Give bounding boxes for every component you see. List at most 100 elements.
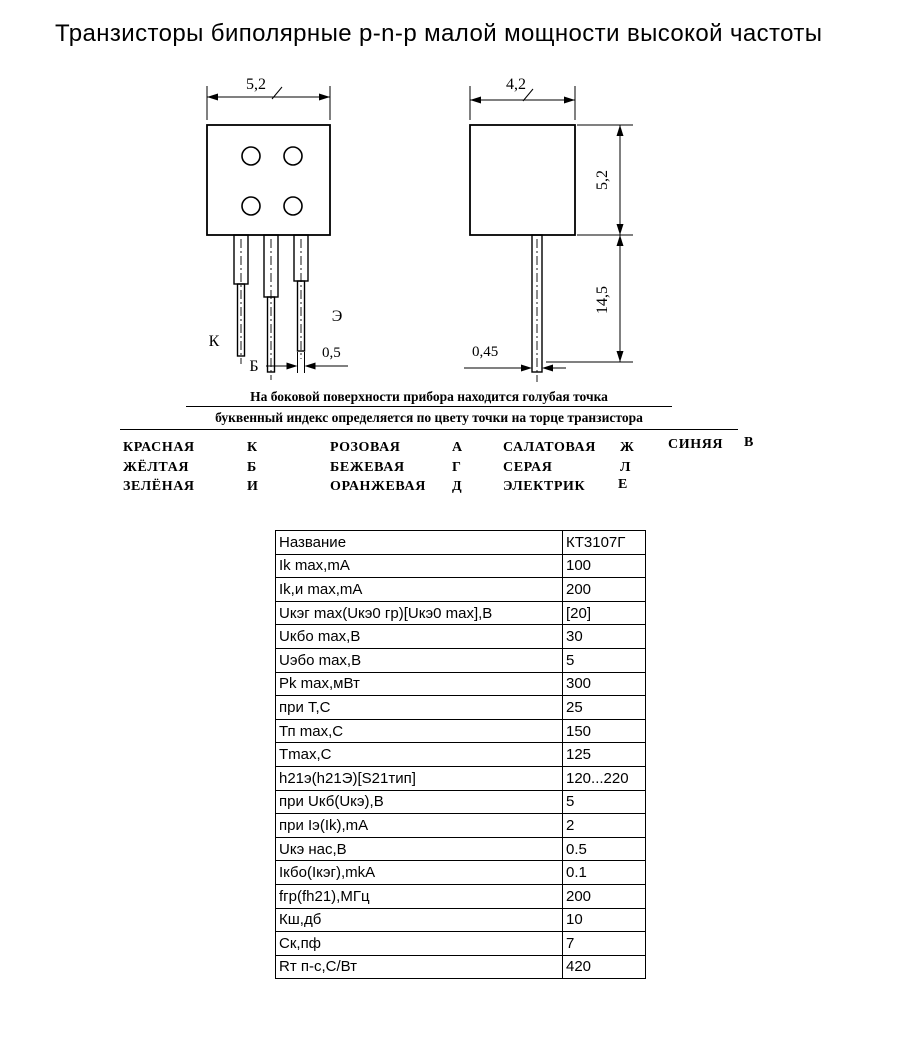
spec-value-cell: 10	[562, 907, 646, 933]
spec-param-cell: Uэбо max,В	[275, 647, 563, 673]
spec-value-cell: 5	[562, 647, 646, 673]
divider-line-note1	[186, 406, 672, 407]
pin-label-collector: К	[209, 333, 220, 350]
spec-value-cell: 0.5	[562, 836, 646, 862]
color-letter: К	[247, 440, 258, 455]
front-width-dim: 5,2	[246, 76, 266, 93]
color-name: ОРАНЖЕВАЯ	[330, 479, 426, 494]
color-letter: А	[452, 440, 463, 455]
spec-param-cell: при Iэ(Ik),mA	[275, 813, 563, 838]
spec-value-cell: 125	[562, 742, 646, 767]
spec-value-cell: 100	[562, 553, 646, 579]
side-lead-length-dim: 14,5	[594, 286, 611, 314]
spec-value-cell: 2	[562, 813, 646, 838]
spec-param-cell: Uкэ нас,В	[275, 836, 563, 862]
color-name: СЕРАЯ	[503, 460, 553, 475]
spec-value-cell: 150	[562, 718, 646, 744]
spec-param-cell: Ik max,mA	[275, 553, 563, 579]
package-holes	[241, 146, 303, 216]
color-letter: В	[744, 435, 754, 450]
color-letter: Г	[452, 460, 462, 475]
color-letter: Е	[618, 477, 628, 492]
side-dim-arrows	[470, 96, 624, 372]
marking-note-line1: На боковой поверхности прибора находится…	[250, 389, 608, 404]
spec-param-cell: Кш,дб	[275, 907, 563, 933]
spec-param-cell: Uкбо max,В	[275, 624, 563, 649]
side-width-dim: 4,2	[506, 76, 526, 93]
color-name: БЕЖЕВАЯ	[330, 460, 405, 475]
side-view-drawing: 4,2 5,2 14,5 0,45	[464, 76, 633, 382]
spec-param-cell: при Uкб(Uкэ),В	[275, 789, 563, 815]
page-title: Транзисторы биполярные p-n-p малой мощно…	[55, 20, 823, 47]
spec-param-cell: Тmax,С	[275, 742, 563, 767]
pin-label-emitter: Э	[332, 308, 343, 325]
spec-param-cell: h21э(h21Э)[S21тип]	[275, 765, 563, 791]
spec-param-cell: при Т,С	[275, 695, 563, 720]
front-dimension-lines	[206, 86, 348, 373]
side-lead-width-dim: 0,45	[472, 344, 498, 360]
spec-param-cell: Название	[275, 530, 563, 555]
spec-value-cell: 30	[562, 624, 646, 649]
front-package-outline	[206, 124, 331, 236]
front-view-drawing: 5,2 0,5 К Б Э	[206, 76, 348, 380]
front-dim-arrows	[207, 93, 330, 370]
color-name: ЭЛЕКТРИК	[503, 479, 586, 494]
color-name: КРАСНАЯ	[123, 440, 195, 455]
spec-value-cell: 25	[562, 695, 646, 720]
color-name: САЛАТОВАЯ	[503, 440, 596, 455]
divider-line-note2	[120, 429, 738, 430]
color-letter: Б	[247, 460, 257, 475]
front-lead-width-dim: 0,5	[322, 345, 341, 361]
color-letter: Д	[452, 479, 463, 494]
color-letter: Л	[620, 460, 632, 475]
spec-param-cell: Ск,пф	[275, 931, 563, 956]
spec-value-cell: 5	[562, 789, 646, 815]
spec-value-cell: 420	[562, 954, 646, 980]
side-height-dim: 5,2	[594, 170, 611, 190]
spec-param-cell: Uкэг max(Uкэ0 гр)[Uкэ0 max],В	[275, 600, 563, 626]
spec-value-cell: 7	[562, 931, 646, 956]
spec-value-cell: 200	[562, 577, 646, 602]
spec-value-cell: 120...220	[562, 765, 646, 791]
side-package-outline	[469, 124, 576, 236]
spec-value-cell: 300	[562, 671, 646, 697]
color-name: РОЗОВАЯ	[330, 440, 401, 455]
spec-value-cell: [20]	[562, 600, 646, 626]
side-dimension-lines	[464, 86, 633, 369]
spec-param-cell: Ik,и max,mA	[275, 577, 563, 602]
spec-param-cell: Pk max,мВт	[275, 671, 563, 697]
spec-value-cell: 0.1	[562, 860, 646, 885]
lead-center-lines	[240, 239, 302, 380]
color-name: ЖЁЛТАЯ	[123, 460, 190, 475]
spec-table-row: Uкэг max(Uкэ0 гр)[Uкэ0 max],В[20]	[275, 600, 646, 626]
pin-label-base: Б	[249, 358, 258, 375]
color-name: ЗЕЛЁНАЯ	[123, 479, 195, 494]
front-leads	[233, 234, 309, 373]
color-letter: Ж	[620, 440, 635, 455]
spec-param-cell: fгр(fh21),МГц	[275, 883, 563, 909]
spec-value-cell: КТ3107Г	[562, 530, 646, 555]
spec-value-cell: 200	[562, 883, 646, 909]
package-drawings: 5,2 0,5 К Б Э	[206, 76, 633, 382]
spec-param-cell: Iкбо(Iкэг),mkA	[275, 860, 563, 885]
spec-table-row: h21э(h21Э)[S21тип]120...220	[275, 765, 646, 791]
spec-param-cell: Rт п-с,С/Вт	[275, 954, 563, 980]
